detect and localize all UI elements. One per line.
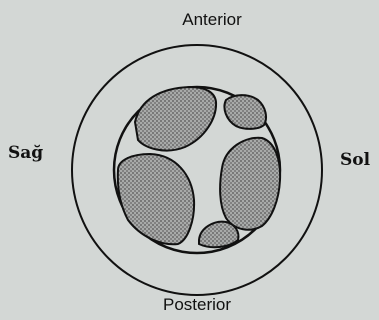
right-lobe [220,138,280,230]
upper-left-lobe [135,87,216,151]
bottom-lobe [199,222,238,248]
label-sol: Sol [340,150,371,170]
label-anterior: Anterior [182,10,242,29]
upper-right-lobe [224,95,266,129]
left-lobe [118,154,194,244]
outer-circle [72,45,322,295]
label-posterior: Posterior [163,295,231,314]
label-sag: Sağ [8,143,43,163]
lobes [118,87,280,247]
